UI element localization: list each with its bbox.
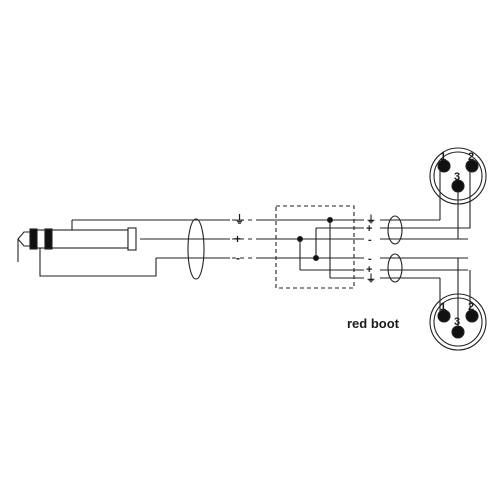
jack-ring-wire [39,248,157,277]
xlr-bottom-pin-2 [465,309,479,323]
jack-tip-insulator [29,228,38,250]
xlr-top-pin-2 [465,159,479,173]
cable-shield-top-right [387,215,403,245]
junction-box [275,205,355,289]
xlr-top-pin-1 [437,159,451,173]
marker-plus-bottom-right: + [366,264,372,276]
cable-shield-left [187,218,205,280]
marker-plus-top-right: + [366,223,372,235]
jack-tip [17,231,31,247]
marker-minus-bottom-right: - [368,253,372,265]
junction-dots [296,216,334,262]
jack-sleeve [51,229,129,249]
xlr-top-pin-3-label: 3 [454,171,460,183]
marker-ground-top-right: ⏚ [366,214,376,226]
xlr-bottom-pin-3-label: 3 [454,316,460,328]
xlr-top-pin-3 [451,179,465,193]
xlr-bottom-pin-1-label: 1 [440,301,446,313]
xlr-top-pin-1-label: 1 [440,151,446,163]
jack-ring-insulator [44,228,53,250]
xlr-bottom-pin-2-label: 2 [468,301,474,313]
caption-red-boot: red boot [347,316,400,331]
jack-plug [17,227,137,251]
marker-minus-left: - [236,251,240,265]
xlr-top-pin-2-label: 2 [468,151,474,163]
jack-ring [36,229,46,249]
xlr-bottom-pin-3 [451,325,465,339]
xlr-connector-bottom [429,258,487,351]
jack-collar [127,227,137,251]
xlr-bottom-pin-1 [437,309,451,323]
marker-plus-left: + [234,232,241,246]
marker-minus-top-right: - [368,234,372,246]
marker-ground-left: ⏚ [234,213,245,226]
cable-shield-bottom-right [387,253,403,283]
xlr-connector-top [429,147,487,239]
marker-ground-bottom-right: ⏚ [366,273,376,285]
